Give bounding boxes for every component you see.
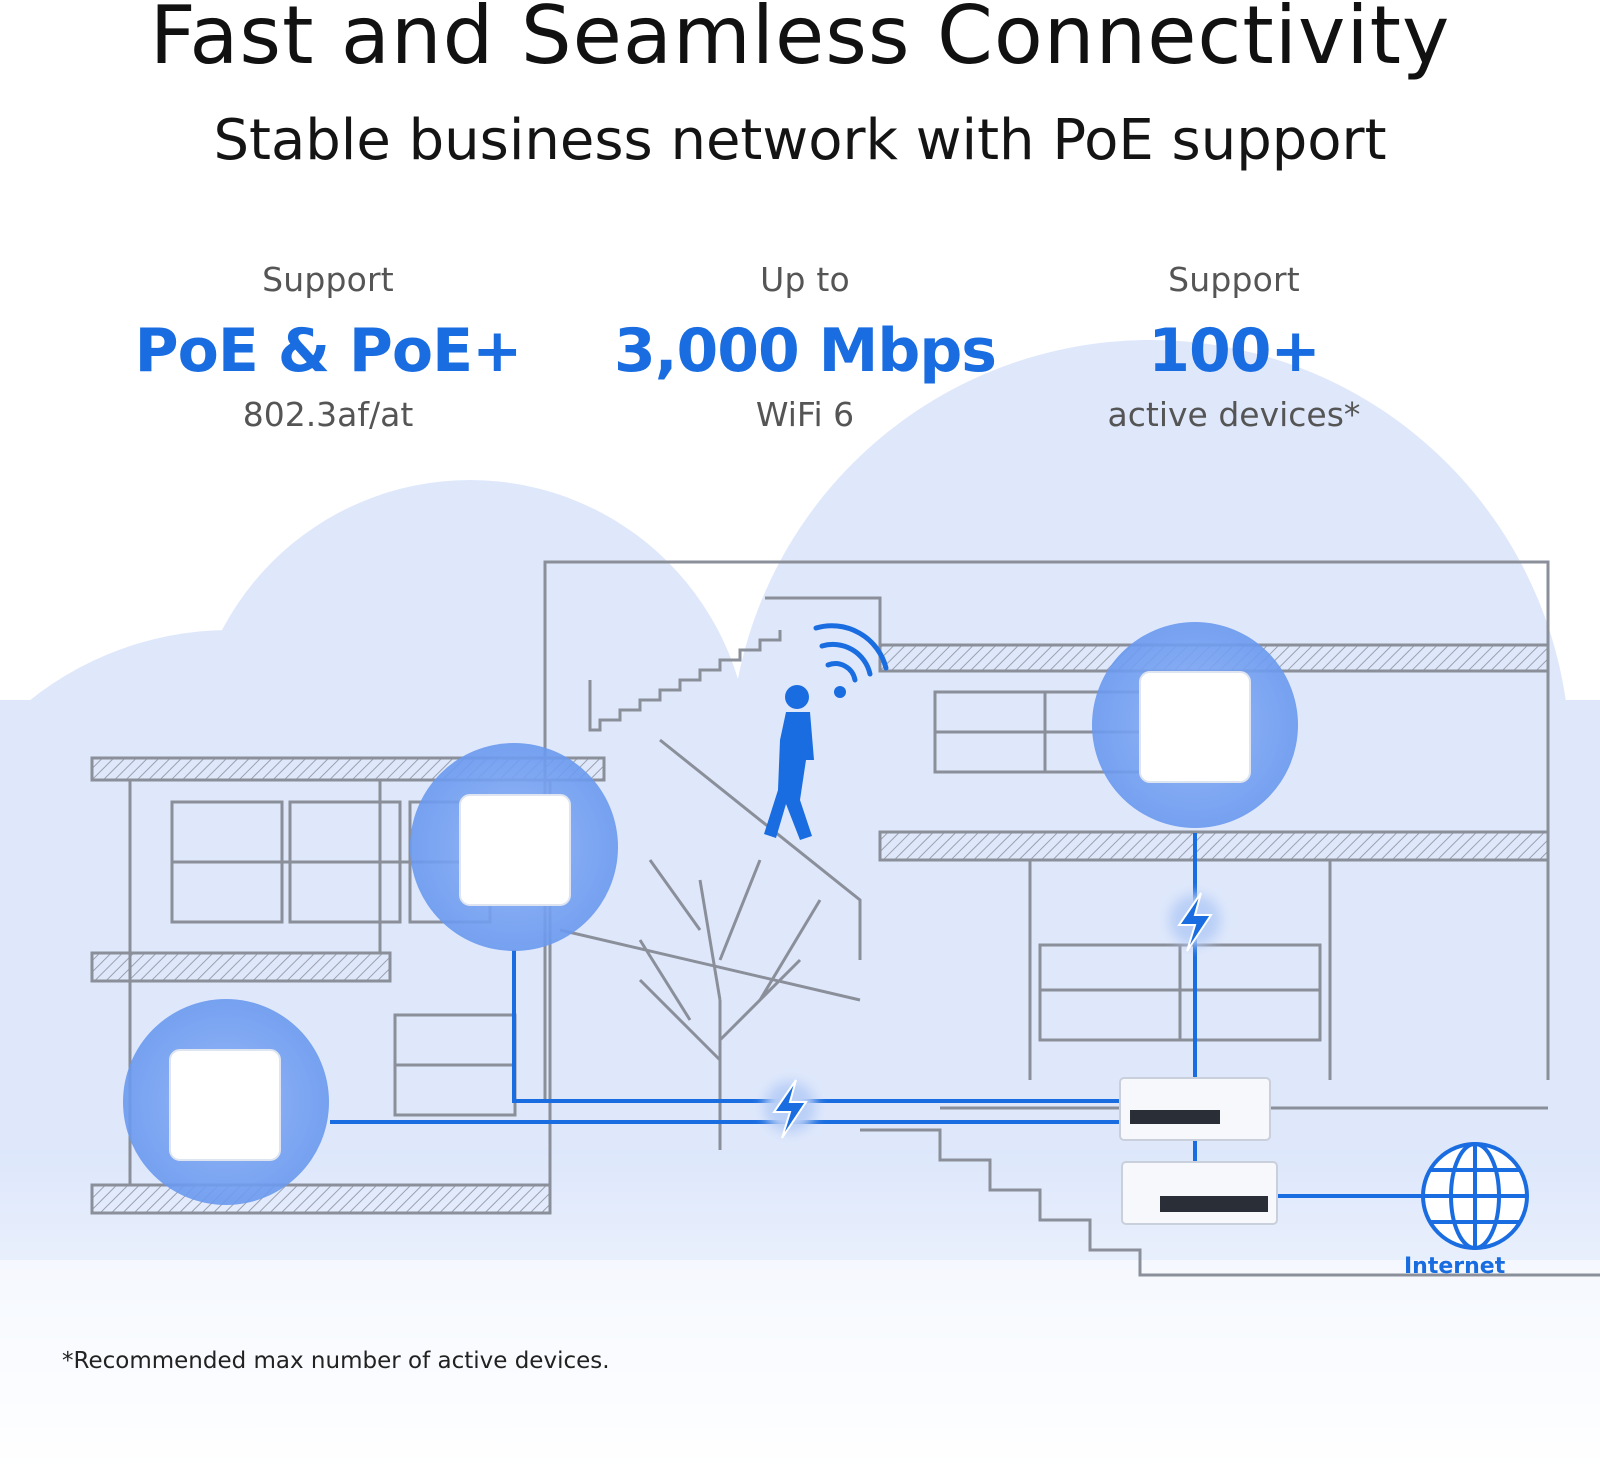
page-subtitle: Stable business network with PoE support [213,108,1387,173]
globe-icon [1421,1142,1529,1250]
internet-label: Internet [1404,1254,1506,1279]
network-cables [330,833,1425,1198]
access-point-left-bottom [123,999,329,1205]
access-point-right [1092,622,1298,828]
stat-devices: Support 100+ active devices* [1024,260,1444,435]
person-icon [764,685,814,840]
poe-bolt-icon [764,1079,816,1139]
stat-value: PoE & PoE+ [134,316,523,387]
poe-bolt-icon [1169,892,1221,952]
stat-speed: Up to 3,000 Mbps WiFi 6 [595,260,1015,435]
wifi-icon [813,623,889,698]
stat-label: Support [262,260,394,299]
stat-label: Up to [760,260,850,299]
page-title: Fast and Seamless Connectivity [149,0,1451,82]
switch-icon [1119,1077,1271,1141]
stat-note: 802.3af/at [242,395,414,435]
router-icon [1121,1161,1278,1225]
stat-note: active devices* [1107,395,1361,435]
footnote: *Recommended max number of active device… [62,1348,610,1374]
stat-label: Support [1168,260,1300,299]
stat-value: 3,000 Mbps [614,316,997,387]
stat-note: WiFi 6 [755,395,855,435]
stat-value: 100+ [1148,316,1321,387]
access-point-left-top [410,743,618,951]
stat-poe: Support PoE & PoE+ 802.3af/at [118,260,538,435]
